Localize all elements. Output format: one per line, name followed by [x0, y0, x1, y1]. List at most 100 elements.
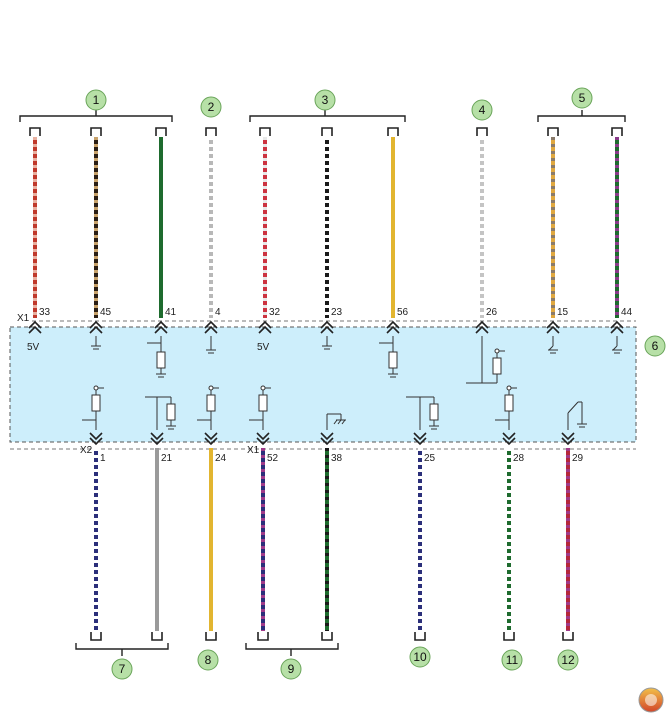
pin-number: 33	[39, 307, 51, 318]
pin-number: 15	[557, 307, 569, 318]
pin-number: 24	[215, 453, 227, 464]
connector-terminal-icon	[204, 432, 218, 446]
wire-plug-icon	[155, 127, 167, 136]
pin-number: 29	[572, 453, 584, 464]
callout-circle	[409, 646, 431, 668]
bracket-5	[537, 110, 626, 122]
connector-terminal-icon	[204, 320, 218, 334]
callout-11: 11	[501, 649, 523, 671]
pin-number: 25	[424, 453, 436, 464]
switch-icon	[567, 401, 587, 430]
resistor-icon	[495, 385, 517, 430]
callout-3: 3	[314, 89, 336, 111]
callout-number: 7	[119, 662, 126, 676]
wire-plug-icon	[90, 632, 102, 641]
callout-1: 1	[85, 89, 107, 111]
resistor-icon	[466, 336, 505, 384]
callout-number: 5	[579, 91, 586, 105]
resistor-icon	[406, 396, 439, 430]
ground-icon	[91, 336, 101, 350]
callout-12: 12	[557, 649, 579, 671]
ground-icon	[612, 336, 622, 354]
wire-plug-icon	[547, 127, 559, 136]
callout-circle	[501, 649, 523, 671]
ground-icon	[206, 336, 216, 354]
callout-circle	[314, 89, 336, 111]
callout-number: 11	[506, 653, 519, 667]
connector-terminal-icon	[89, 432, 103, 446]
callout-number: 2	[208, 100, 215, 114]
pin-number: 41	[165, 307, 177, 318]
watermark-logo	[638, 687, 664, 713]
bracket-7	[75, 643, 169, 656]
supply-label: 5V	[257, 342, 270, 353]
callout-circle	[471, 99, 493, 121]
connector-terminal-icon	[150, 432, 164, 446]
callout-circle	[200, 96, 222, 118]
callout-8: 8	[197, 649, 219, 671]
control-module	[9, 326, 637, 443]
connector-terminal-icon	[320, 320, 334, 334]
wire-plug-icon	[259, 127, 271, 136]
pin-number: 1	[100, 453, 106, 464]
callout-number: 8	[205, 653, 212, 667]
connector-terminal-icon	[610, 320, 624, 334]
wire-plug-icon	[90, 127, 102, 136]
resistor-icon	[197, 385, 219, 430]
callout-circle	[197, 649, 219, 671]
connector-terminal-icon	[28, 320, 42, 334]
wire-plug-icon	[611, 127, 623, 136]
wire-plug-icon	[257, 632, 269, 641]
callout-number: 6	[652, 339, 659, 353]
callout-4: 4	[471, 99, 493, 121]
pin-number: 4	[215, 307, 221, 318]
ground-icon	[322, 336, 332, 350]
wire-plug-icon	[151, 632, 163, 641]
wire-plug-icon	[476, 127, 488, 136]
connector-terminal-icon	[256, 432, 270, 446]
connector-terminal-icon	[320, 432, 334, 446]
callout-circle	[644, 335, 666, 357]
pin-number: 21	[161, 453, 173, 464]
connector-terminal-icon	[89, 320, 103, 334]
pin-number: 23	[331, 307, 343, 318]
wire-plug-icon	[387, 127, 399, 136]
callout-2: 2	[200, 96, 222, 118]
connector-label-top: X1	[17, 313, 30, 324]
wire-plug-icon	[503, 632, 515, 641]
internal-circuitry	[82, 336, 622, 430]
chassis-ground-icon	[326, 413, 346, 430]
connector-terminal-icon	[413, 432, 427, 446]
connector-terminal-icon	[475, 320, 489, 334]
pin-number: 52	[267, 453, 279, 464]
connector-terminal-icon	[386, 320, 400, 334]
callout-number: 9	[288, 662, 295, 676]
wire-plug-icon	[205, 632, 217, 641]
pin-number: 45	[100, 307, 112, 318]
callout-circle	[111, 658, 133, 680]
callout-circle	[85, 89, 107, 111]
pin-number: 28	[513, 453, 525, 464]
bracket-9	[245, 643, 339, 656]
connector-terminal-icon	[154, 320, 168, 334]
wire-plug-icon	[414, 632, 426, 641]
resistor-icon	[82, 385, 104, 430]
wire-plug-icon	[321, 632, 333, 641]
pin-number: 44	[621, 307, 633, 318]
callout-circle	[557, 649, 579, 671]
connector-terminal-icon	[561, 432, 575, 446]
wire-plug-icon	[29, 127, 41, 136]
callout-number: 1	[93, 93, 100, 107]
connector-terminal-icon	[546, 320, 560, 334]
bracket-1	[19, 110, 173, 122]
ground-icon	[548, 336, 558, 354]
pin-number: 32	[269, 307, 281, 318]
resistor-icon	[147, 336, 166, 378]
resistor-icon	[249, 385, 271, 430]
bracket-3	[249, 110, 406, 122]
wire-plug-icon	[205, 127, 217, 136]
